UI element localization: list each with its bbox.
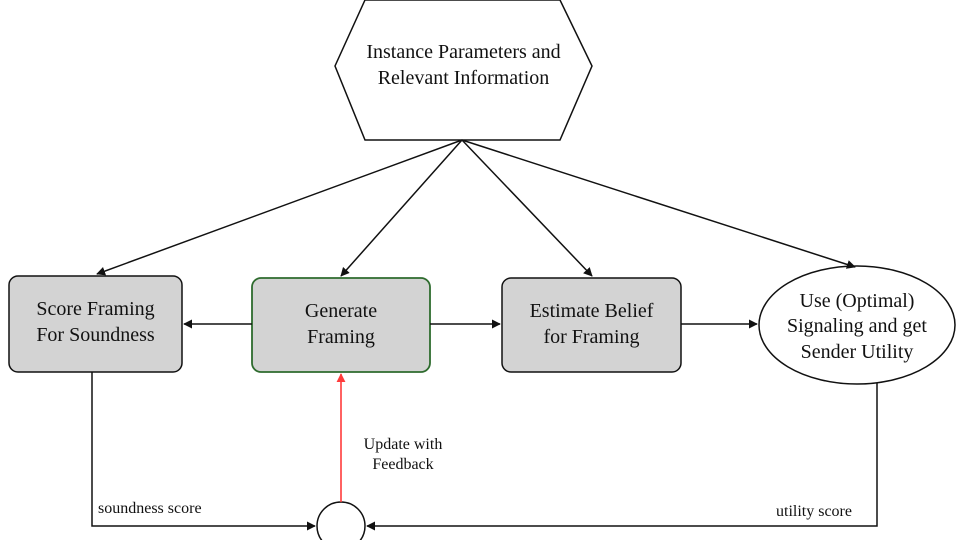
- estimate-label-line2: for Framing: [543, 326, 640, 348]
- aggregator-circle: [316, 501, 366, 540]
- generate-label-line1: Generate: [304, 300, 378, 323]
- soundness-score-label: soundness score: [98, 499, 202, 517]
- estimate-belief-box: [501, 277, 682, 373]
- score-framing-box: [8, 275, 183, 373]
- edge-use-to-circle: [366, 383, 878, 531]
- use-signaling-ellipse: [758, 265, 956, 385]
- use-label-line1: Use (Optimal): [799, 289, 915, 312]
- score-label-line1: Score Framing: [36, 298, 155, 321]
- use-label: Use (Optimal) Signaling and get Sender U…: [759, 285, 955, 369]
- use-label-line3: Sender Utility: [800, 340, 914, 363]
- generate-label-line2: Framing: [307, 326, 375, 348]
- feedback-label: Update with Feedback: [350, 432, 456, 478]
- instance-label: Instance Parameters and Relevant Informa…: [335, 30, 592, 102]
- instance-label-line2: Relevant Information: [377, 67, 550, 89]
- utility-score-label: utility score: [776, 502, 852, 520]
- estimate-label: Estimate Belief for Framing: [502, 287, 681, 363]
- score-label: Score Framing For Soundness: [9, 285, 182, 361]
- instance-label-line1: Instance Parameters and: [366, 41, 561, 64]
- edge-instance-to-score: [96, 139, 463, 276]
- use-label-line2: Signaling and get: [787, 315, 927, 338]
- feedback-label-line2: Feedback: [372, 456, 434, 473]
- feedback-label-line1: Update with: [363, 435, 443, 453]
- generate-framing-box: [251, 277, 431, 373]
- edge-instance-to-use: [461, 139, 856, 269]
- estimate-label-line1: Estimate Belief: [529, 300, 654, 323]
- generate-label: Generate Framing: [252, 287, 430, 363]
- instance-hexagon: [334, 0, 593, 141]
- score-label-line2: For Soundness: [36, 324, 155, 346]
- edge-instance-to-estimate: [461, 139, 593, 277]
- edge-instance-to-generate: [340, 139, 463, 277]
- edge-score-to-circle: [91, 372, 316, 531]
